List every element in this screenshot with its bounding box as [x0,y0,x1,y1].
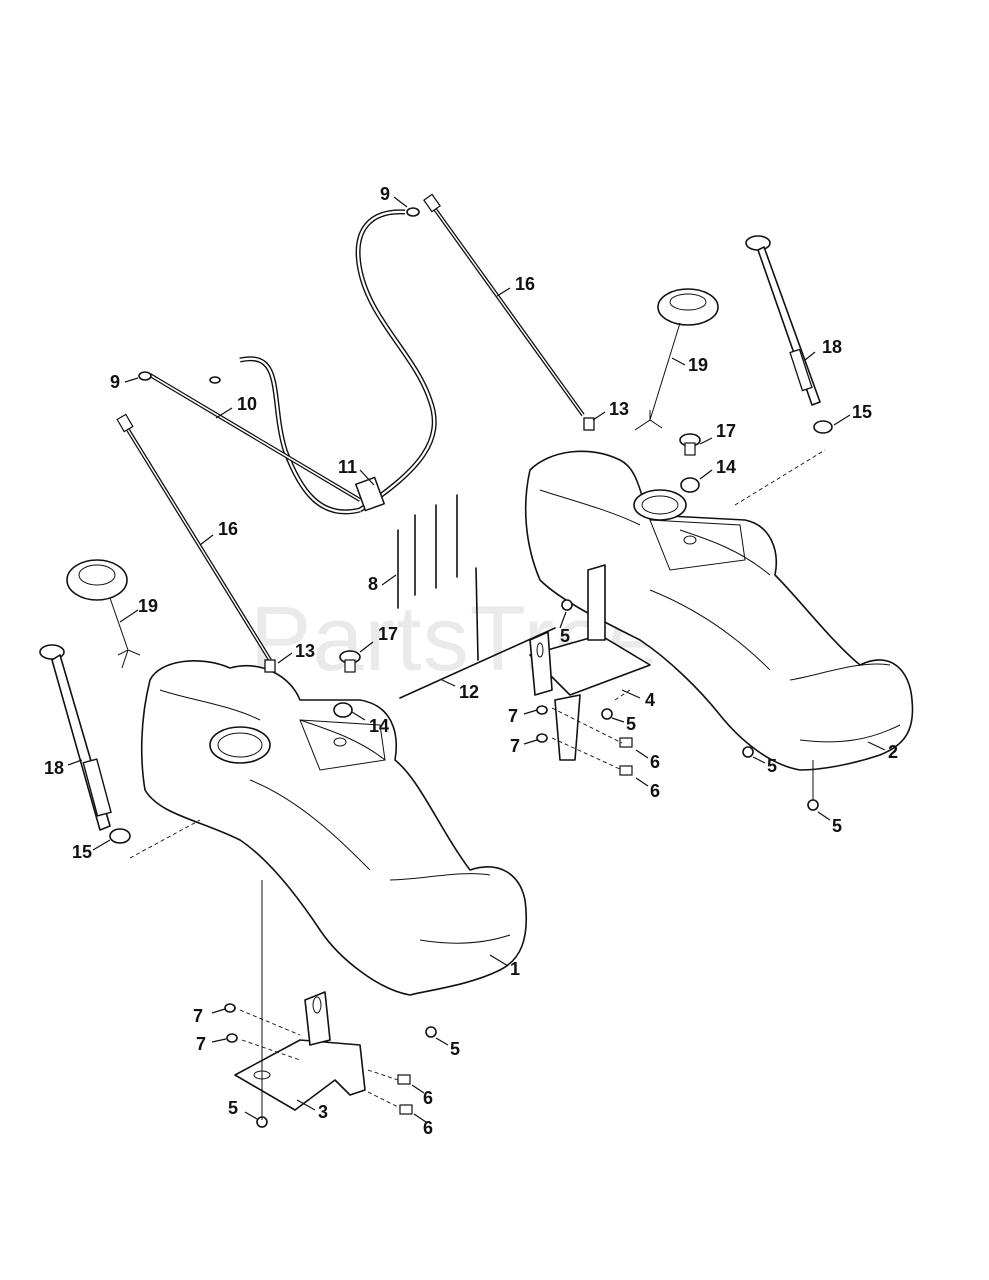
callout-13-left: 13 [295,641,315,661]
grommet-15-left[interactable] [109,828,131,844]
fitting-9-left[interactable] [138,371,152,381]
mounting-bracket-left[interactable] [234,991,366,1111]
fuel-tank-left[interactable] [140,660,528,996]
fuel-rods[interactable] [397,494,458,609]
callout-7-b: 7 [510,736,520,756]
callout-12: 12 [459,682,479,702]
grommet-14-left[interactable] [333,702,353,718]
callout-10: 10 [237,394,257,414]
callout-5-bracket: 5 [626,714,636,734]
callout-3: 3 [318,1102,328,1122]
assembly-lines [129,449,826,1120]
callout-16-left: 16 [218,519,238,539]
callout-6-b: 6 [650,781,660,801]
bolts[interactable] [397,737,633,1115]
grommet-14-right[interactable] [680,477,700,493]
fuel-cap-left[interactable] [66,559,141,669]
mounting-bracket-right[interactable] [529,631,651,761]
callout-7-a: 7 [508,706,518,726]
callout-19-right: 19 [688,355,708,375]
callout-14-right: 14 [716,457,736,477]
fuel-line-12[interactable] [399,567,556,699]
leader-lines [67,196,886,1123]
callout-17-left: 17 [378,624,398,644]
callout-5-tank-right: 5 [767,756,777,776]
vent-valve-17-right[interactable] [679,433,701,456]
callout-2: 2 [888,742,898,762]
fuel-tank-right[interactable] [524,450,914,771]
callout-7-c: 7 [193,1006,203,1026]
callout-19-left: 19 [138,596,158,616]
bracket-right-upper [587,564,606,641]
fuel-sender-right[interactable] [745,235,821,406]
bushing-13-right[interactable] [583,417,595,431]
washers[interactable] [224,705,548,1043]
callout-6-a: 6 [650,752,660,772]
vent-valve-17-left[interactable] [339,650,361,673]
callout-4: 4 [645,690,655,710]
callout-5-bracket-top: 5 [560,626,570,646]
callout-18-right: 18 [822,337,842,357]
callout-9-left: 9 [110,372,120,392]
callout-14-left: 14 [369,716,389,736]
callout-5-bottom-right: 5 [832,816,842,836]
fitting-10 [209,376,221,384]
fuel-gauge-rod-left[interactable] [116,413,272,662]
bushing-13-left[interactable] [264,659,276,673]
callout-11: 11 [338,457,357,477]
fuel-gauge-rod-right[interactable] [423,193,585,417]
callout-9-top: 9 [380,184,390,204]
hex-nuts[interactable] [256,599,819,1128]
fuel-hose[interactable] [148,209,437,515]
callout-16-right: 16 [515,274,535,294]
callout-17-right: 17 [716,421,736,441]
callout-5-bottom-left: 5 [228,1098,238,1118]
callout-18-left: 18 [44,758,64,778]
callout-8: 8 [368,574,378,594]
fuel-sender-left[interactable] [39,644,112,831]
callout-15-right: 15 [852,402,872,422]
callout-13-right: 13 [609,399,629,419]
callout-5-mid: 5 [450,1039,460,1059]
callout-7-d: 7 [196,1034,206,1054]
callout-6-c: 6 [423,1088,433,1108]
callout-6-d: 6 [423,1118,433,1138]
callout-labels: 1 2 3 4 5 5 5 5 5 5 6 6 6 6 7 7 7 7 8 9 … [44,184,898,1138]
grommet-15-right[interactable] [813,420,833,434]
fitting-9-top[interactable] [406,207,420,217]
callout-1: 1 [510,959,520,979]
callout-15-left: 15 [72,842,92,862]
fuel-cap-right[interactable] [634,288,719,431]
